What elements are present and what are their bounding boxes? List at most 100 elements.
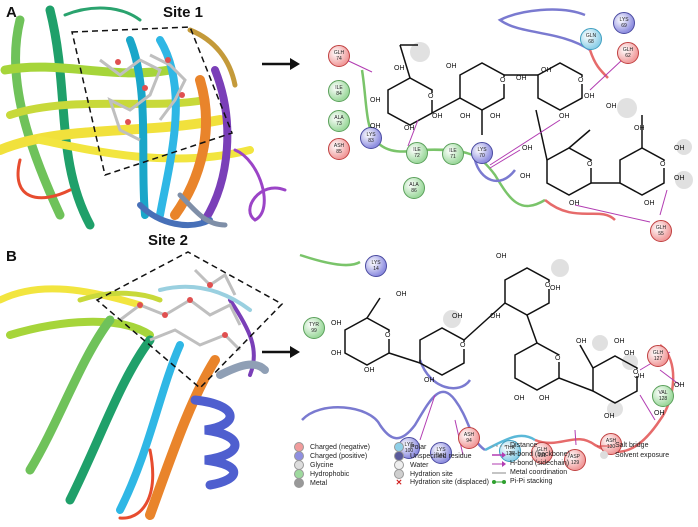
- ring-oxygen-label: O: [428, 93, 434, 100]
- hydroxyl-label: OH: [606, 103, 617, 110]
- residue-name: ASH: [333, 143, 345, 149]
- hydroxyl-label: OH: [370, 97, 381, 104]
- residue-name: LYS: [404, 442, 414, 448]
- residue-name: LYS: [477, 147, 487, 153]
- site2-interaction-diagram: [299, 253, 681, 456]
- ring-oxygen-label: O: [587, 161, 593, 168]
- legend-symbol-icon: [492, 443, 506, 449]
- hydroxyl-label: OH: [624, 350, 635, 357]
- ring-oxygen-label: O: [545, 282, 551, 289]
- residue-number: 55: [658, 231, 664, 237]
- legend-symbol-icon: [492, 470, 506, 476]
- hydroxyl-label: OH: [490, 313, 501, 320]
- arrow-site1: [262, 58, 300, 70]
- hydroxyl-label: OH: [584, 93, 595, 100]
- residue-number: 71: [450, 154, 456, 160]
- legend-symbol-icon: [492, 460, 506, 467]
- legend: Charged (negative)Charged (positive)Glyc…: [292, 442, 692, 524]
- ring-oxygen-label: O: [633, 369, 639, 376]
- site-1-title: Site 1: [163, 4, 204, 21]
- residue-number: 69: [621, 23, 627, 29]
- legend-item: Pi-Pi stacking: [492, 478, 552, 485]
- legend-label: Distance: [510, 442, 538, 449]
- hydroxyl-label: OH: [550, 285, 561, 292]
- residue-number: 100: [404, 448, 414, 454]
- residue-name: ASH: [463, 432, 475, 438]
- hydroxyl-label: OH: [394, 65, 405, 72]
- hydroxyl-label: OH: [460, 113, 471, 120]
- legend-label: Pi-Pi stacking: [510, 478, 553, 485]
- residue-number: 74: [336, 56, 342, 62]
- residue-number: 125: [505, 451, 515, 457]
- hydroxyl-label: OH: [522, 145, 533, 152]
- legend-label: Water: [410, 461, 429, 469]
- site1-box: [71, 26, 233, 176]
- residue-name: VAL: [658, 390, 668, 396]
- residue-number: 99: [311, 328, 317, 334]
- legend-label: Metal coordination: [510, 469, 568, 476]
- legend-label: Metal: [310, 479, 328, 487]
- residue-name: LYS: [366, 132, 376, 138]
- hydroxyl-label: OH: [644, 200, 655, 207]
- residue-number: 14: [373, 266, 379, 272]
- legend-label: Hydrophobic: [310, 470, 350, 478]
- legend-item: Metal coordination: [492, 469, 567, 476]
- residue-name: ILE: [413, 147, 421, 153]
- legend-label: Glycine: [310, 461, 334, 469]
- hydroxyl-label: OH: [634, 125, 645, 132]
- residue-name: ASH: [605, 438, 617, 444]
- residue-number: 94: [466, 438, 472, 444]
- residue-name: ILE: [335, 85, 343, 91]
- residue-name: THR: [504, 445, 516, 451]
- hydroxyl-label: OH: [432, 113, 443, 120]
- residue-name: LYS: [371, 260, 381, 266]
- panel-letter-b: B: [6, 248, 17, 265]
- hydroxyl-label: OH: [576, 338, 587, 345]
- hydroxyl-label: OH: [452, 313, 463, 320]
- legend-item: Distance: [492, 442, 537, 449]
- hydroxyl-label: OH: [674, 145, 685, 152]
- hydroxyl-label: OH: [496, 253, 507, 260]
- residue-number: 68: [588, 39, 594, 45]
- hydroxyl-label: OH: [364, 367, 375, 374]
- residue-number: 70: [479, 153, 485, 159]
- residue-name: LYS: [619, 17, 629, 23]
- ring-oxygen-label: O: [460, 342, 466, 349]
- hydroxyl-label: OH: [541, 67, 552, 74]
- residue-name: GLH: [536, 447, 548, 453]
- hydroxyl-label: OH: [614, 338, 625, 345]
- residue-name: LYS: [436, 447, 446, 453]
- legend-label: H-bond (backbone): [510, 451, 570, 458]
- legend-symbol-icon: [597, 443, 611, 449]
- ligand-site1: [99, 53, 187, 142]
- ring-oxygen-label: O: [578, 77, 584, 84]
- ligand-site2: [119, 268, 242, 352]
- hydroxyl-label: OH: [424, 377, 435, 384]
- legend-item: H-bond (sidechain): [492, 460, 569, 467]
- site2-box: [95, 251, 284, 390]
- residue-number: 72: [414, 153, 420, 159]
- residue-name: ILE: [449, 148, 457, 154]
- legend-item: Metal: [292, 478, 327, 488]
- legend-symbol-icon: [292, 478, 306, 488]
- ring-oxygen-label: O: [385, 332, 391, 339]
- residue-name: GLH: [333, 50, 345, 56]
- hydroxyl-label: OH: [569, 200, 580, 207]
- residue-name: ALA: [409, 182, 419, 188]
- legend-symbol-icon: ✕: [395, 478, 403, 487]
- legend-label: Charged (positive): [310, 452, 368, 460]
- hydroxyl-label: OH: [604, 413, 615, 420]
- residue-number: 128: [658, 396, 668, 402]
